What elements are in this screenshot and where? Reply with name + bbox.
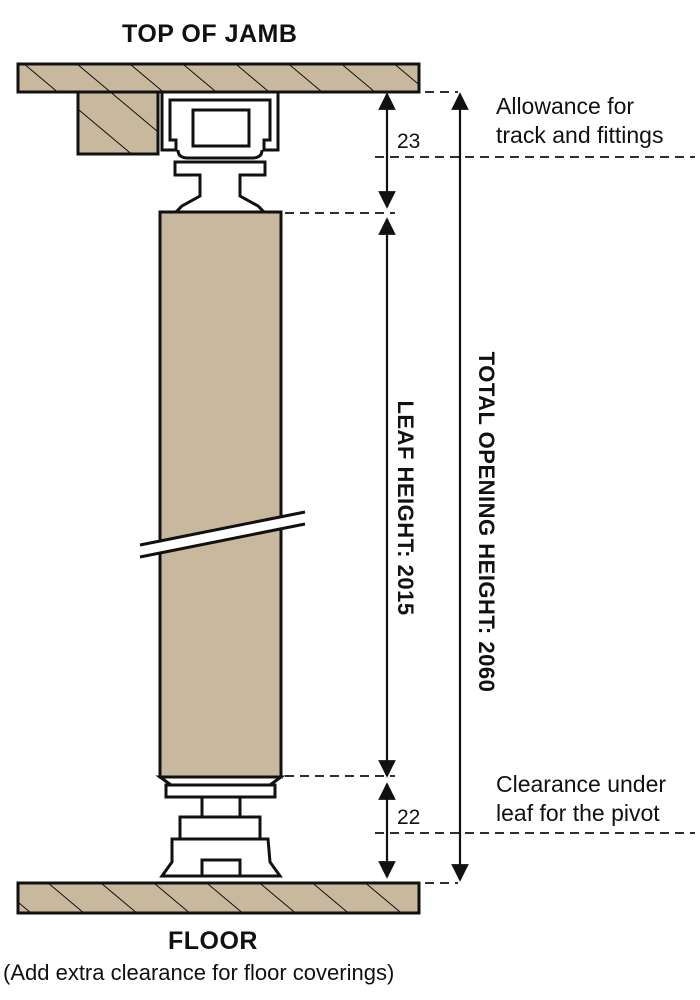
- clearance-line-2: leaf for the pivot: [496, 800, 660, 826]
- top-of-jamb-label: TOP OF JAMB: [122, 20, 298, 48]
- clearance-line-1: Clearance under: [496, 771, 667, 797]
- floor-note: (Add extra clearance for floor coverings…: [3, 960, 395, 985]
- clearance-note: Clearance under leaf for the pivot: [496, 770, 666, 828]
- door-leaf: [139, 210, 306, 779]
- bottom-dimension-value: 22: [397, 806, 421, 829]
- top-jamb: [16, 62, 421, 156]
- allowance-line-2: track and fittings: [496, 122, 664, 148]
- dimension-arrows: [378, 92, 469, 882]
- total-opening-height-label: TOTAL OPENING HEIGHT: 2060: [474, 351, 499, 693]
- leaf-height-label: LEAF HEIGHT: 2015: [393, 400, 418, 616]
- top-track-fitting: [160, 90, 280, 214]
- top-dimension-value: 23: [397, 130, 421, 153]
- allowance-note: Allowance for track and fittings: [496, 92, 663, 150]
- bottom-pivot: [155, 775, 286, 878]
- floor-label: FLOOR: [168, 927, 258, 955]
- extension-lines: [285, 91, 695, 884]
- floor: [16, 881, 421, 915]
- allowance-line-1: Allowance for: [496, 93, 635, 119]
